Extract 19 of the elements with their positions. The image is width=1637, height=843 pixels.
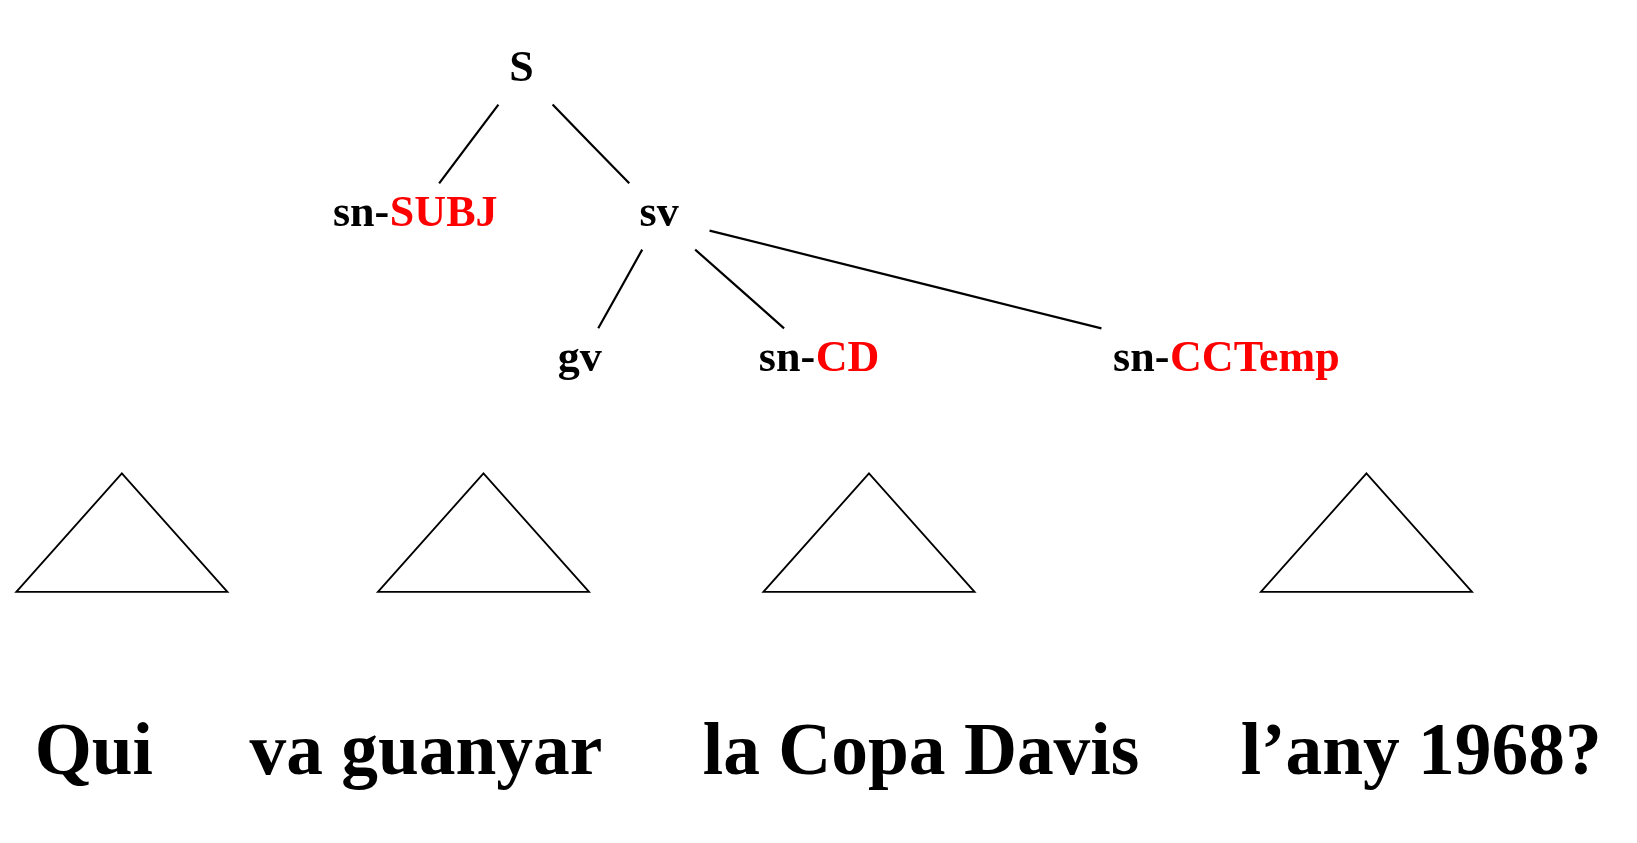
node-label: va guanyar: [249, 708, 603, 790]
node-triangle: [375, 471, 592, 593]
connector: [709, 229, 1102, 329]
node-triangle: [14, 471, 230, 593]
node-label: Qui: [34, 708, 153, 790]
node-text: sv: [639, 186, 679, 236]
node-label: la Copa Davis: [702, 708, 1140, 790]
connector: [694, 248, 785, 329]
node-text: sn-SUBJ: [332, 186, 498, 236]
node-text: sn-CD: [758, 331, 880, 381]
connector: [551, 103, 631, 184]
connector: [597, 248, 644, 329]
node-triangle: [761, 471, 977, 593]
connector: [438, 103, 500, 184]
node-text: sn-CCTemp: [1113, 331, 1340, 381]
node-label: l’any 1968?: [1240, 708, 1602, 790]
node-text: gv: [557, 331, 602, 381]
node-text: S: [509, 41, 534, 91]
node-triangle: [1258, 471, 1475, 593]
